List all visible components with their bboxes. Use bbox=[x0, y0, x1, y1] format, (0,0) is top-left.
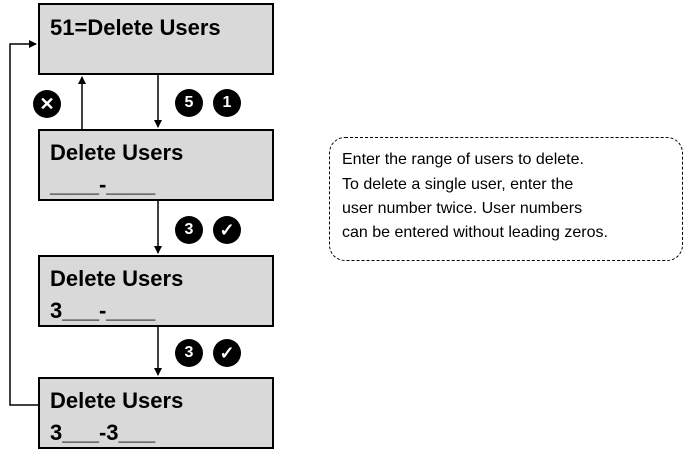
screen-line-1: Delete Users bbox=[50, 140, 184, 165]
screen-delete-users-range: Delete Users 3___-3___ bbox=[38, 377, 274, 449]
screen-delete-users-from: Delete Users 3___-____ bbox=[38, 255, 274, 327]
screen-line-1: 51=Delete Users bbox=[50, 15, 221, 40]
confirm-key-icon: ✓ bbox=[213, 339, 241, 367]
screen-line-2: 3___-3___ bbox=[50, 420, 156, 445]
note-line: To delete a single user, enter the bbox=[342, 176, 574, 193]
screen-line-2: ____-____ bbox=[50, 172, 156, 197]
key-5-icon: 5 bbox=[175, 89, 203, 117]
key-3-icon: 3 bbox=[175, 216, 203, 244]
screen-line-2: 3___-____ bbox=[50, 298, 156, 323]
loop-back-arrow bbox=[9, 40, 38, 406]
note-line: Enter the range of users to delete. bbox=[342, 151, 584, 168]
note-line: can be entered without leading zeros. bbox=[342, 224, 608, 241]
screen-main-menu: 51=Delete Users bbox=[38, 3, 274, 75]
confirm-key-icon: ✓ bbox=[213, 216, 241, 244]
note-line: user number twice. User numbers bbox=[342, 200, 583, 217]
instructions-note: Enter the range of users to delete. To d… bbox=[329, 137, 683, 261]
screen-line-1: Delete Users bbox=[50, 266, 184, 291]
key-1-icon: 1 bbox=[213, 89, 241, 117]
screen-delete-users-empty: Delete Users ____-____ bbox=[38, 129, 274, 201]
key-3-icon: 3 bbox=[175, 339, 203, 367]
screen-line-1: Delete Users bbox=[50, 388, 184, 413]
cancel-key-icon: ✕ bbox=[33, 90, 61, 118]
